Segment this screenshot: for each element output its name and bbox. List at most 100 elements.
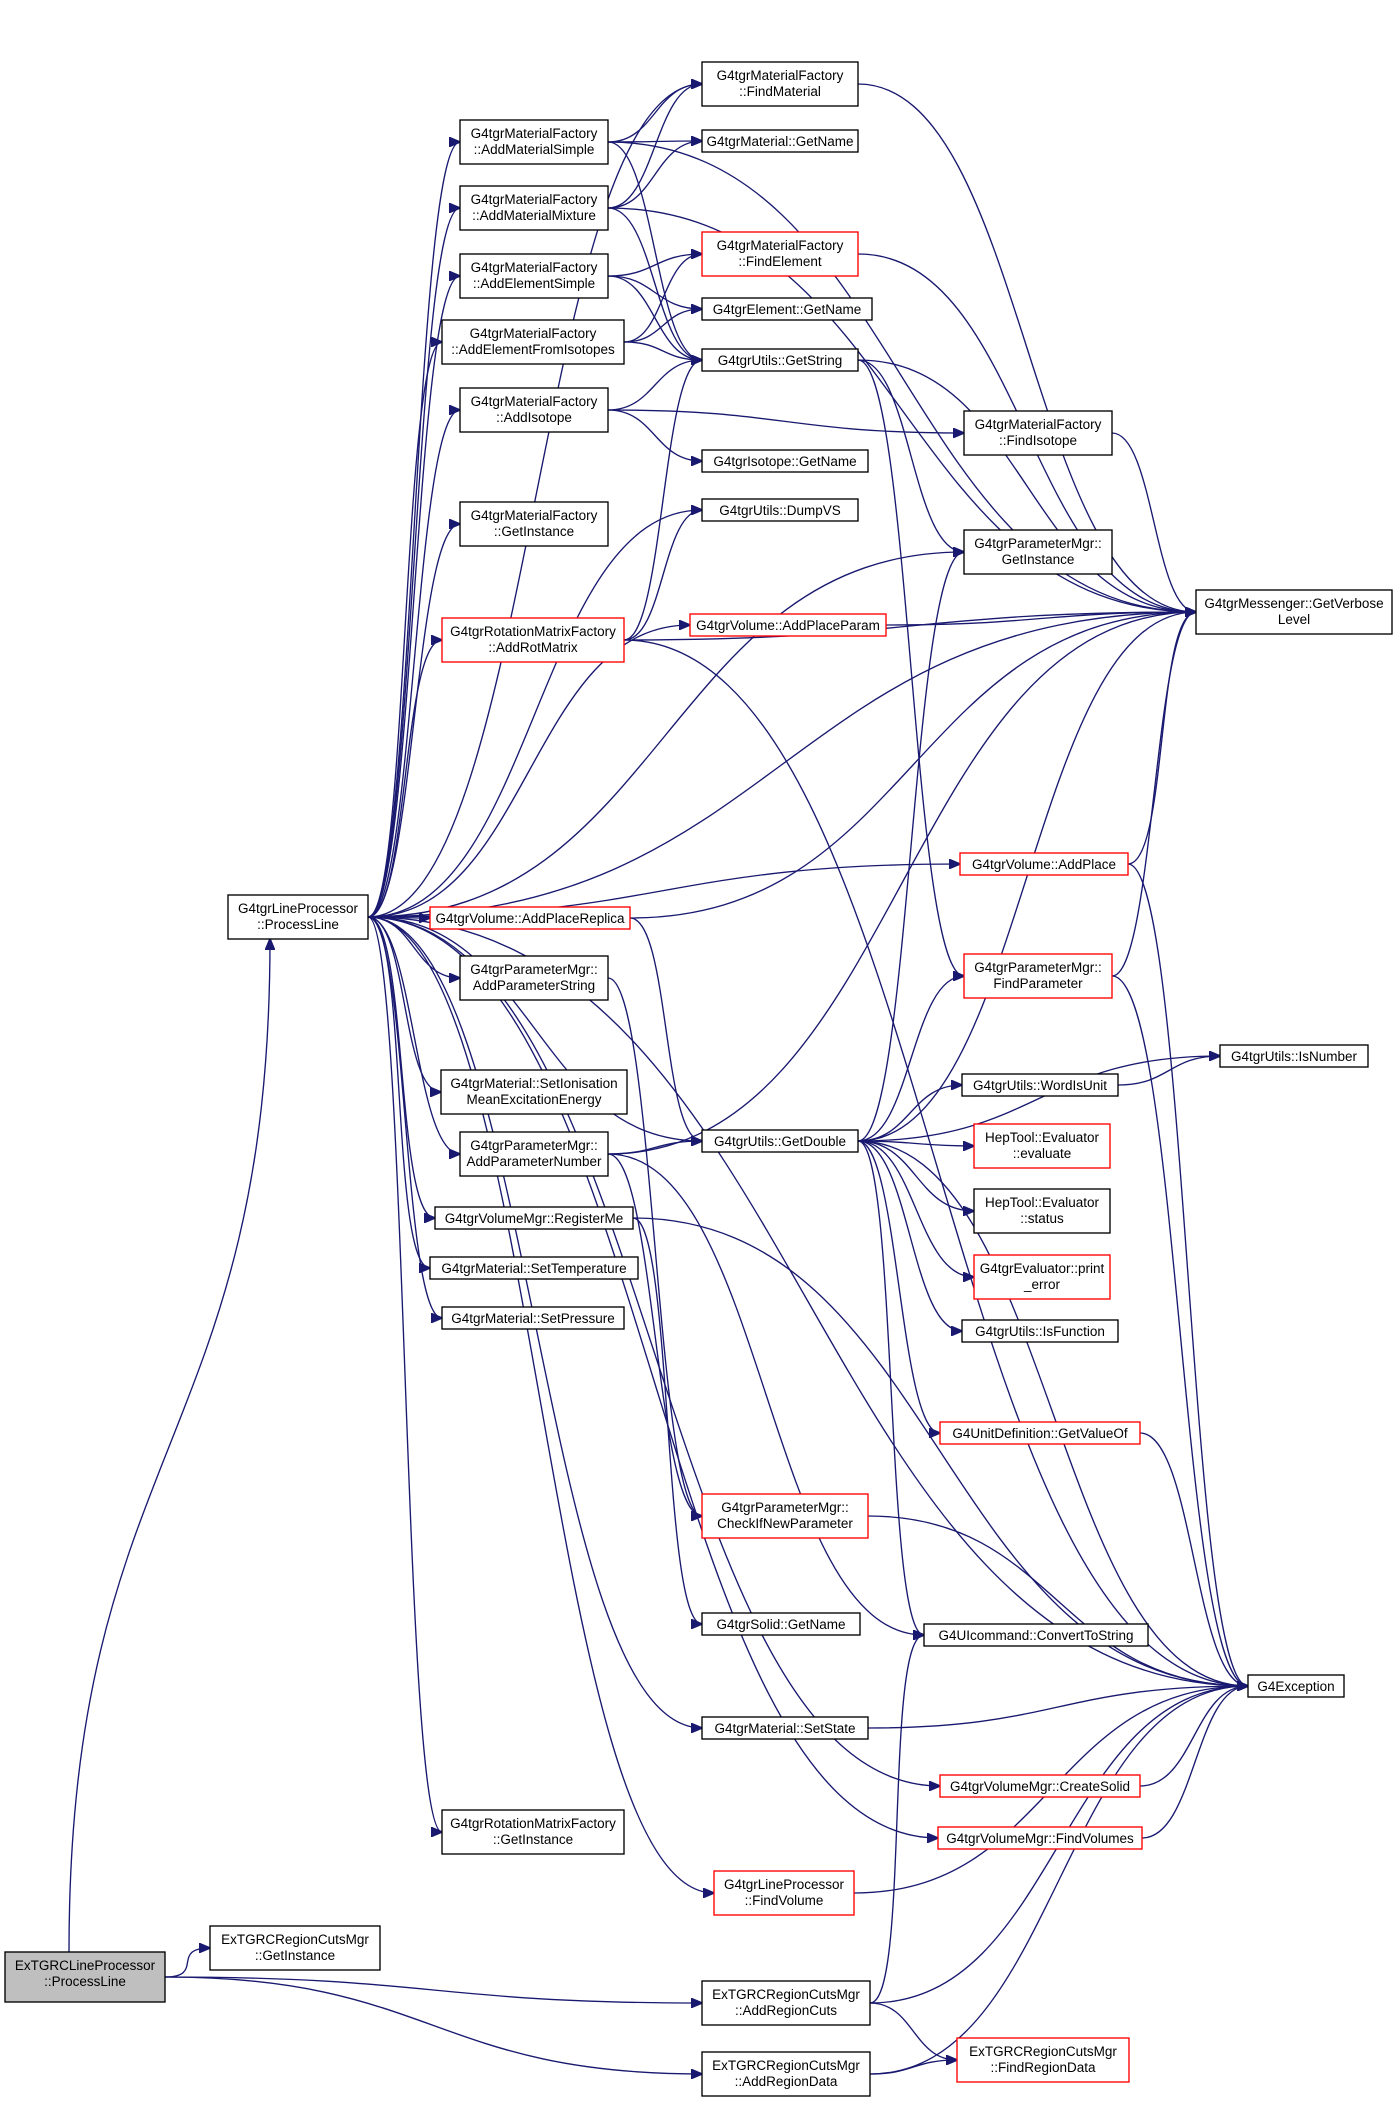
call-edge-pl-addParNum — [367, 916, 460, 1154]
node-g4tgrmaterialfactory-addelementsimple[interactable]: G4tgrMaterialFactory::AddElementSimple — [459, 253, 609, 299]
node-g4tgrrotationmatrixfactory-getinstance[interactable]: G4tgrRotationMatrixFactory::GetInstance — [441, 1809, 625, 1855]
node-box — [1219, 1044, 1369, 1068]
node-g4tgrmaterial-setpressure[interactable]: G4tgrMaterial::SetPressure — [441, 1306, 625, 1330]
node-g4tgrparametermgr-getinstance[interactable]: G4tgrParameterMgr::GetInstance — [963, 529, 1113, 575]
node-g4tgrmaterial-getname[interactable]: G4tgrMaterial::GetName — [701, 129, 859, 153]
call-edge-pl-rotGI — [367, 916, 442, 1832]
node-g4tgrmaterial-setionisation-meanexcitationenergy[interactable]: G4tgrMaterial::SetIonisationMeanExcitati… — [440, 1069, 628, 1115]
node-label: ::GetInstance — [255, 1948, 335, 1963]
node-label: G4tgrUtils::GetDouble — [714, 1134, 846, 1149]
call-edge-getDouble-printErr — [857, 1140, 974, 1277]
call-edge-findVols-exception — [1141, 1686, 1248, 1839]
node-g4tgrevaluator-print-error[interactable]: G4tgrEvaluator::print_error — [973, 1254, 1111, 1300]
call-edge-addRegData-exception — [869, 1686, 1248, 2075]
node-label: G4tgrLineProcessor — [238, 901, 359, 916]
call-edge-pl-dumpVS — [367, 510, 702, 918]
node-label: ::AddMaterialSimple — [474, 142, 595, 157]
node-g4tgrmaterialfactory-addelementfromisotopes[interactable]: G4tgrMaterialFactory::AddElementFromIsot… — [441, 319, 625, 365]
node-g4tgrvolume-addplaceparam[interactable]: G4tgrVolume::AddPlaceParam — [689, 613, 887, 637]
node-extgrcregioncutsmgr-findregiondata[interactable]: ExTGRCRegionCutsMgr::FindRegionData — [956, 2037, 1130, 2083]
call-edge-pl-matSimple — [367, 142, 460, 918]
node-label: G4tgrElement::GetName — [713, 302, 862, 317]
node-g4tgrutils-isnumber[interactable]: G4tgrUtils::IsNumber — [1219, 1044, 1369, 1068]
node-label: G4tgrVolume::AddPlaceParam — [696, 618, 880, 633]
call-edge-addParNum-convStr — [607, 1153, 924, 1635]
node-label: FindParameter — [993, 976, 1083, 991]
node-extgrcregioncutsmgr-addregiondata[interactable]: ExTGRCRegionCutsMgr::AddRegionData — [701, 2051, 871, 2097]
node-g4tgrparametermgr-findparameter[interactable]: G4tgrParameterMgr::FindParameter — [963, 953, 1113, 999]
node-g4tgrparametermgr-addparameterstring[interactable]: G4tgrParameterMgr::AddParameterString — [459, 955, 609, 1001]
node-g4tgrmaterialfactory-findmaterial[interactable]: G4tgrMaterialFactory::FindMaterial — [701, 61, 859, 107]
node-extgrclineprocessor-processline[interactable]: ExTGRCLineProcessor::ProcessLine — [4, 1951, 166, 2003]
call-edge-addPlace-verbose — [1127, 612, 1196, 865]
node-extgrcregioncutsmgr-getinstance[interactable]: ExTGRCRegionCutsMgr::GetInstance — [209, 1925, 381, 1971]
node-extgrcregioncutsmgr-addregioncuts[interactable]: ExTGRCRegionCutsMgr::AddRegionCuts — [701, 1980, 871, 2026]
node-box — [429, 906, 631, 930]
node-g4tgrvolumemgr-registerme[interactable]: G4tgrVolumeMgr::RegisterMe — [434, 1206, 634, 1230]
node-g4tgrmaterialfactory-getinstance[interactable]: G4tgrMaterialFactory::GetInstance — [459, 501, 609, 547]
call-edge-pl-addIso — [367, 410, 460, 918]
call-edge-getDouble-isNumber — [857, 1056, 1220, 1142]
node-g4uicommand-converttostring[interactable]: G4UIcommand::ConvertToString — [923, 1623, 1149, 1647]
node-g4tgrmaterialfactory-findisotope[interactable]: G4tgrMaterialFactory::FindIsotope — [963, 410, 1113, 456]
node-box — [939, 1774, 1141, 1798]
node-g4tgrvolumemgr-createsolid[interactable]: G4tgrVolumeMgr::CreateSolid — [939, 1774, 1141, 1798]
node-g4exception[interactable]: G4Exception — [1247, 1674, 1345, 1698]
call-edge-matSimple-verbose — [607, 141, 1196, 612]
call-edge-wordUnit-isNumber — [1117, 1056, 1220, 1086]
call-edge-findPar-exception — [1111, 975, 1248, 1686]
node-box — [434, 1206, 634, 1230]
node-box — [441, 319, 625, 365]
call-edge-pl-elSimple — [367, 276, 460, 918]
node-g4tgrvolumemgr-findvolumes[interactable]: G4tgrVolumeMgr::FindVolumes — [937, 1826, 1143, 1850]
call-edge-regMe-exception — [632, 1217, 1248, 1686]
node-heptool-evaluator-evaluate[interactable]: HepTool::Evaluator::evaluate — [973, 1123, 1111, 1169]
call-edge-addRegData-findRegData — [869, 2060, 957, 2075]
call-edge-matMix-matGN — [607, 141, 702, 209]
call-edge-rotMat-exception — [623, 639, 1248, 1686]
node-box — [701, 449, 869, 473]
call-edge-getDouble-findPar — [857, 976, 964, 1142]
node-g4tgrsolid-getname[interactable]: G4tgrSolid::GetName — [701, 1612, 861, 1636]
node-g4tgrutils-dumpvs[interactable]: G4tgrUtils::DumpVS — [701, 498, 859, 522]
node-heptool-evaluator-status[interactable]: HepTool::Evaluator::status — [973, 1188, 1111, 1234]
node-g4tgrutils-getstring[interactable]: G4tgrUtils::GetString — [701, 348, 859, 372]
node-box — [963, 953, 1113, 999]
node-box — [441, 1809, 625, 1855]
node-label: ExTGRCRegionCutsMgr — [221, 1932, 369, 1947]
node-label: ::FindMaterial — [739, 84, 821, 99]
node-g4tgrmaterialfactory-addisotope[interactable]: G4tgrMaterialFactory::AddIsotope — [459, 387, 609, 433]
call-edge-getString-pmGI — [857, 359, 964, 552]
node-g4tgrmaterial-settemperature[interactable]: G4tgrMaterial::SetTemperature — [429, 1256, 639, 1280]
node-g4unitdefinition-getvalueof[interactable]: G4UnitDefinition::GetValueOf — [939, 1421, 1141, 1445]
node-g4tgrmaterialfactory-findelement[interactable]: G4tgrMaterialFactory::FindElement — [701, 231, 859, 277]
node-box — [701, 1493, 869, 1539]
call-edge-addPlaceRep-getDouble — [629, 917, 702, 1141]
node-g4tgrlineprocessor-findvolume[interactable]: G4tgrLineProcessor::FindVolume — [713, 1870, 855, 1916]
node-g4tgrutils-wordisunit[interactable]: G4tgrUtils::WordIsUnit — [961, 1073, 1119, 1097]
node-g4tgrparametermgr-checkifnewparameter[interactable]: G4tgrParameterMgr::CheckIfNewParameter — [701, 1493, 869, 1539]
node-g4tgrutils-isfunction[interactable]: G4tgrUtils::IsFunction — [961, 1319, 1119, 1343]
node-g4tgrrotationmatrixfactory-addrotmatrix[interactable]: G4tgrRotationMatrixFactory::AddRotMatrix — [441, 617, 625, 663]
node-g4tgrutils-getdouble[interactable]: G4tgrUtils::GetDouble — [701, 1129, 859, 1153]
node-box — [701, 498, 859, 522]
node-g4tgrmaterial-setstate[interactable]: G4tgrMaterial::SetState — [701, 1716, 869, 1740]
node-label: HepTool::Evaluator — [985, 1130, 1100, 1145]
call-edges — [68, 84, 1248, 2075]
node-g4tgrisotope-getname[interactable]: G4tgrIsotope::GetName — [701, 449, 869, 473]
node-label: G4tgrUtils::IsNumber — [1231, 1049, 1358, 1064]
call-edge-matSimple-findMat — [607, 84, 702, 143]
node-g4tgrmaterialfactory-addmaterialmixture[interactable]: G4tgrMaterialFactory::AddMaterialMixture — [459, 185, 609, 231]
node-g4tgrparametermgr-addparameternumber[interactable]: G4tgrParameterMgr::AddParameterNumber — [459, 1131, 609, 1177]
node-label: G4tgrMessenger::GetVerbose — [1204, 596, 1383, 611]
node-g4tgrvolume-addplace[interactable]: G4tgrVolume::AddPlace — [959, 852, 1129, 876]
node-label: ::AddElementSimple — [473, 276, 595, 291]
node-label: G4tgrParameterMgr:: — [470, 1138, 598, 1153]
node-g4tgrmaterialfactory-addmaterialsimple[interactable]: G4tgrMaterialFactory::AddMaterialSimple — [459, 119, 609, 165]
node-g4tgrvolume-addplacereplica[interactable]: G4tgrVolume::AddPlaceReplica — [429, 906, 631, 930]
node-label: ::AddMaterialMixture — [472, 208, 596, 223]
node-label: G4tgrEvaluator::print — [980, 1261, 1105, 1276]
node-g4tgrelement-getname[interactable]: G4tgrElement::GetName — [701, 297, 873, 321]
node-g4tgrlineprocessor-processline[interactable]: G4tgrLineProcessor::ProcessLine — [227, 894, 369, 940]
